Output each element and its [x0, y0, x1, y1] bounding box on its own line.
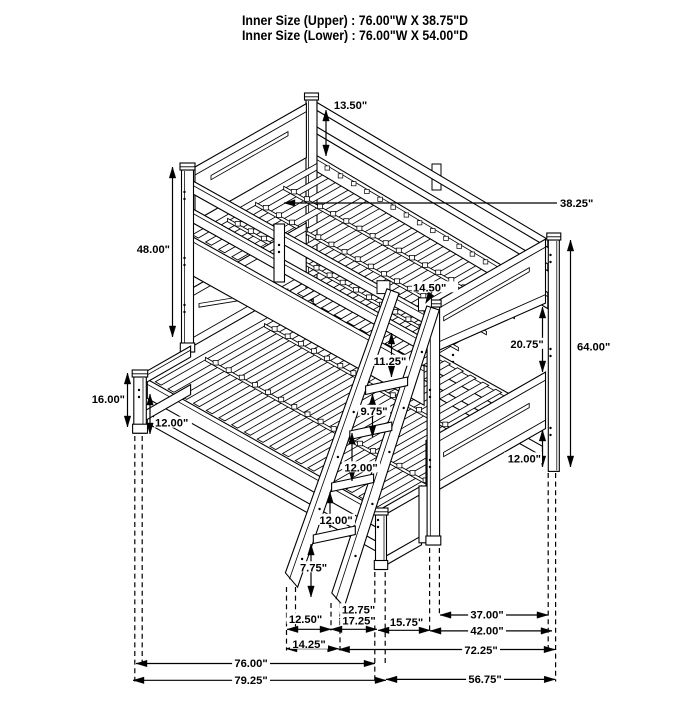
svg-text:12.50": 12.50"	[289, 614, 322, 626]
svg-text:14.50": 14.50"	[413, 282, 446, 294]
svg-text:Inner Size (Lower) : 76.00"W X: Inner Size (Lower) : 76.00"W X 54.00"D	[242, 27, 468, 43]
svg-text:37.00": 37.00"	[470, 609, 503, 621]
svg-text:12.00": 12.00"	[344, 462, 377, 474]
svg-text:12.00": 12.00"	[508, 453, 541, 465]
svg-text:15.75": 15.75"	[390, 617, 423, 629]
svg-text:56.75": 56.75"	[468, 674, 501, 686]
svg-text:9.75": 9.75"	[360, 406, 387, 418]
svg-text:Inner Size (Upper) : 76.00"W X: Inner Size (Upper) : 76.00"W X 38.75"D	[242, 12, 468, 28]
svg-text:12.00": 12.00"	[155, 418, 188, 430]
svg-text:20.75": 20.75"	[510, 339, 543, 351]
svg-text:16.00": 16.00"	[92, 394, 125, 406]
svg-text:7.75": 7.75"	[300, 562, 327, 574]
svg-text:12.75": 12.75"	[342, 604, 375, 616]
svg-text:14.25": 14.25"	[292, 639, 325, 651]
svg-text:48.00": 48.00"	[137, 244, 170, 256]
svg-text:11.25": 11.25"	[374, 356, 407, 368]
svg-text:38.25": 38.25"	[560, 198, 593, 210]
svg-text:64.00": 64.00"	[577, 341, 610, 353]
svg-text:13.50": 13.50"	[334, 100, 367, 112]
svg-text:17.25": 17.25"	[342, 616, 375, 628]
svg-text:72.25": 72.25"	[464, 645, 497, 657]
svg-text:42.00": 42.00"	[470, 626, 503, 638]
svg-text:79.25": 79.25"	[234, 675, 267, 687]
svg-text:12.00": 12.00"	[319, 515, 352, 527]
svg-text:76.00": 76.00"	[234, 658, 267, 670]
